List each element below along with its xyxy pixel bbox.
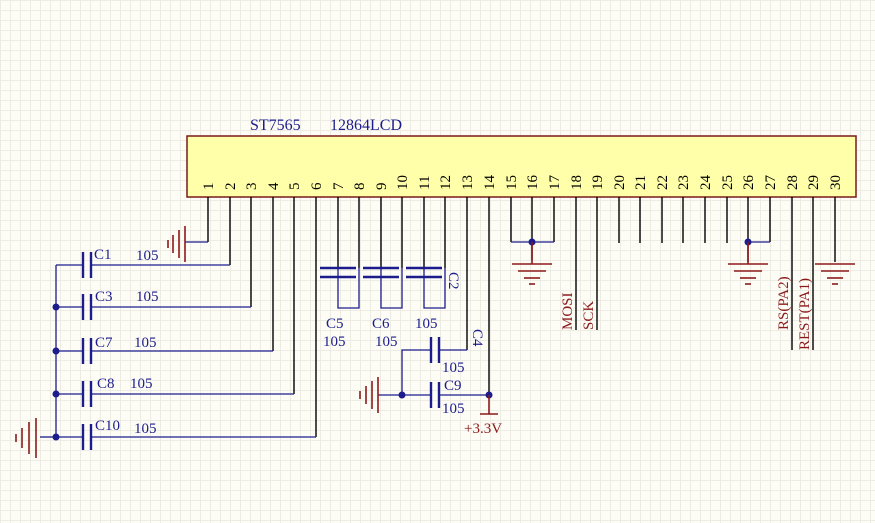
- svg-text:C2: C2: [445, 272, 461, 290]
- svg-text:C10: C10: [95, 418, 120, 434]
- ground-symbol: [15, 418, 37, 458]
- pin-number: 20: [612, 175, 628, 190]
- pin-number: 26: [741, 175, 757, 191]
- svg-text:C6: C6: [372, 316, 390, 332]
- svg-text:C1: C1: [94, 247, 112, 263]
- junction-dot: [398, 391, 406, 399]
- svg-text:105: 105: [415, 316, 438, 332]
- capacitor-c5: C5 105: [320, 266, 360, 350]
- pin-number: 21: [633, 175, 649, 190]
- pin-number: 2: [223, 183, 239, 191]
- chip-model-label: ST7565: [250, 117, 301, 134]
- capacitor-c4: C4 105: [401, 329, 485, 395]
- pin-number: 3: [244, 183, 260, 191]
- capacitor-c7: C7 105: [56, 335, 273, 364]
- pin-number: 6: [309, 182, 325, 190]
- capacitor-c3: C3 105: [56, 289, 251, 320]
- pin-number: 22: [655, 175, 671, 190]
- capacitor-c2: C2 105: [406, 266, 461, 332]
- net-label-rs: RS(PA2): [776, 276, 792, 330]
- capacitor-c1: C1 105: [56, 247, 230, 278]
- pin-number: 10: [395, 175, 411, 190]
- capacitor-c9: C9 105: [378, 378, 489, 417]
- pin-number: 4: [266, 182, 282, 190]
- svg-text:C4: C4: [469, 329, 485, 347]
- pin-number: 11: [417, 176, 433, 190]
- net-label-mosi: MOSI: [560, 292, 576, 330]
- ground-symbol: [815, 263, 855, 285]
- pin-number: 9: [374, 183, 390, 191]
- pin-number: 30: [828, 175, 844, 190]
- svg-text:105: 105: [442, 401, 465, 417]
- pin-number: 5: [287, 183, 303, 191]
- net-label-sck: SCK: [581, 301, 597, 330]
- capacitor-c8: C8 105: [56, 376, 294, 407]
- svg-text:105: 105: [136, 289, 159, 305]
- pin-number: 18: [569, 175, 585, 190]
- pins-26-27-ground: [728, 238, 770, 285]
- svg-text:105: 105: [323, 334, 346, 350]
- svg-text:105: 105: [136, 248, 159, 264]
- capacitor-c10: C10 105: [56, 418, 316, 450]
- svg-text:105: 105: [130, 376, 153, 392]
- lcd-chip-body: [186, 135, 857, 198]
- pin-stubs: [207, 197, 836, 437]
- pin-number: 15: [504, 175, 520, 190]
- pin-number: 29: [806, 175, 822, 190]
- pins-15-17-ground: [511, 238, 554, 285]
- svg-text:105: 105: [134, 335, 157, 351]
- pin-number: 13: [460, 175, 476, 190]
- pin-number: 28: [785, 175, 801, 190]
- pin-number: 7: [331, 182, 347, 190]
- svg-text:105: 105: [375, 334, 398, 350]
- svg-text:C3: C3: [95, 289, 113, 305]
- ground-symbol: [359, 377, 379, 413]
- vcc-power-port: +3.3V: [464, 395, 502, 437]
- svg-text:C7: C7: [95, 335, 113, 351]
- svg-text:C5: C5: [326, 316, 344, 332]
- pin-number: 23: [676, 175, 692, 190]
- pin-number: 24: [698, 175, 714, 191]
- pin-number: 1: [201, 183, 217, 191]
- svg-text:+3.3V: +3.3V: [464, 421, 502, 437]
- pin-number: 12: [438, 175, 454, 190]
- svg-text:C9: C9: [444, 378, 462, 394]
- chip-name-label: 12864LCD: [330, 117, 402, 134]
- pin-number: 19: [590, 175, 606, 190]
- pin-number: 8: [352, 183, 368, 191]
- capacitor-c6: C6 105: [363, 266, 403, 350]
- ground-symbol: [167, 226, 186, 262]
- svg-text:C8: C8: [97, 376, 115, 392]
- svg-text:105: 105: [442, 360, 465, 376]
- pin-numbers: 1 2 3 4 5 6 7 8 9 10 11 12 13 14 15 16 1…: [201, 175, 844, 191]
- net-label-rest: REST(PA1): [797, 278, 813, 350]
- pin-number: 16: [525, 175, 541, 191]
- pin-number: 25: [720, 175, 736, 190]
- pin-number: 27: [763, 175, 779, 191]
- pin-number: 14: [482, 175, 498, 191]
- svg-text:105: 105: [134, 421, 157, 437]
- pin-number: 17: [547, 175, 563, 191]
